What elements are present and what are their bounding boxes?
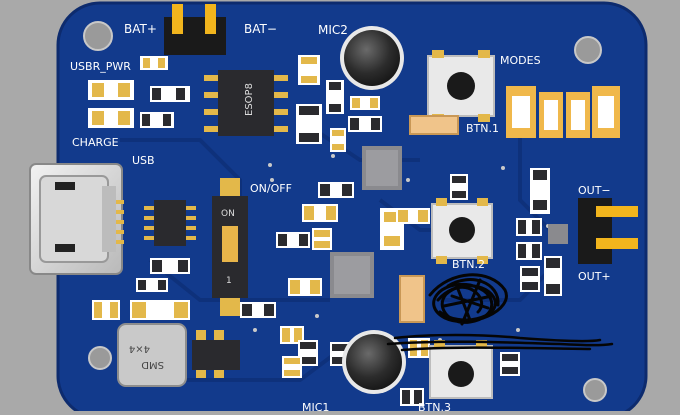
label-smd-value: 4×4 <box>129 343 150 354</box>
label-on-off: ON/OFF <box>250 182 292 195</box>
btn1[interactable] <box>427 50 495 122</box>
label-bat-minus: BAT− <box>244 22 277 36</box>
scribble-redaction <box>386 273 614 352</box>
out-header <box>578 198 638 264</box>
label-mic2: MIC2 <box>318 23 348 37</box>
label-switch-on: ON <box>221 209 235 219</box>
label-usb: USB <box>132 154 155 167</box>
label-charge: CHARGE <box>72 136 119 149</box>
tan-capacitor <box>399 275 425 323</box>
on-off-switch[interactable] <box>212 178 248 316</box>
label-switch-one: 1 <box>226 276 232 286</box>
label-btn1: BTN.1 <box>466 122 499 135</box>
label-usbr-pwr: USBR_PWR <box>70 60 131 73</box>
label-btn3: BTN.3 <box>418 401 451 411</box>
led-charge <box>88 108 134 128</box>
btn3[interactable] <box>429 340 493 399</box>
label-smd: SMD <box>141 359 164 370</box>
label-modes: MODES <box>500 54 541 67</box>
label-esop8: ESOP8 <box>244 83 255 116</box>
btn2[interactable] <box>431 198 493 264</box>
passives-esop8-right <box>296 55 382 152</box>
smd-inductor <box>117 323 187 387</box>
label-out-minus: OUT− <box>578 184 611 197</box>
label-out-plus: OUT+ <box>578 270 611 283</box>
sot-chip-bottom <box>192 330 240 378</box>
qfn-chip-lower <box>330 252 374 298</box>
passives-right <box>516 168 568 296</box>
passives-middle <box>240 182 354 318</box>
mic1 <box>342 330 406 394</box>
label-bat-plus: BAT+ <box>124 22 157 36</box>
passives-usb <box>92 258 190 320</box>
passives-top-left <box>140 56 190 128</box>
usb-connector <box>29 163 124 275</box>
mic2 <box>340 26 404 90</box>
qfn-chip-upper <box>362 146 402 190</box>
passive-btn2-top <box>450 174 468 200</box>
label-btn2: BTN.2 <box>452 258 485 271</box>
soic-chip-usb <box>144 200 196 246</box>
label-mic1: MIC1 <box>302 401 329 411</box>
led-usbr-pwr <box>88 80 134 100</box>
btn1-resistor <box>409 115 459 135</box>
bat-header <box>164 4 226 55</box>
modes-leds <box>506 86 620 138</box>
esop8-chip <box>204 70 288 136</box>
btn2-inductor <box>380 208 430 250</box>
mounting-holes <box>83 21 607 402</box>
